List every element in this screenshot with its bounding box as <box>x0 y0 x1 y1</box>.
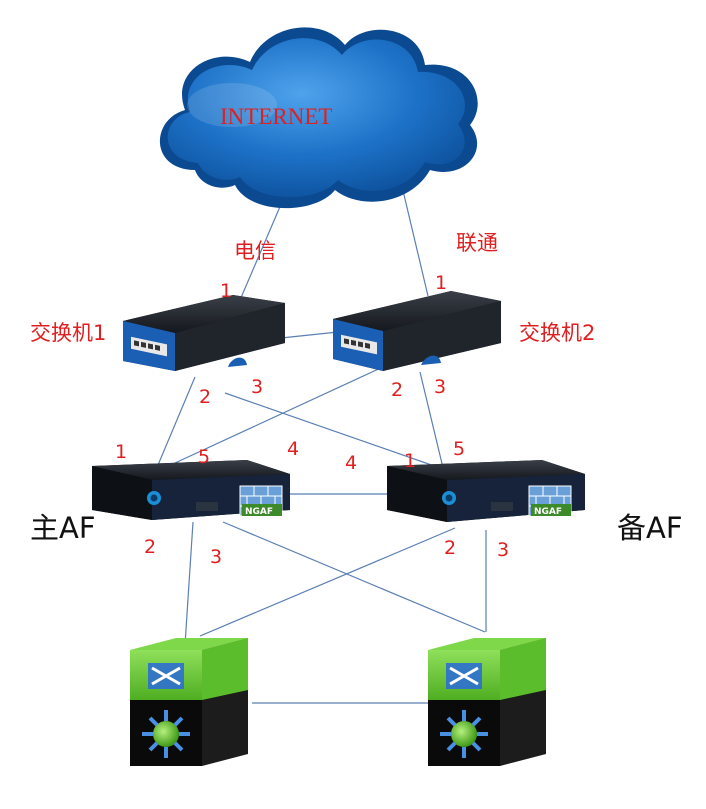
uplink-label-telecom: 电信 <box>234 239 276 263</box>
cloud-label: INTERNET <box>220 104 332 129</box>
link-afbackup-core1 <box>199 527 456 637</box>
ngaf-badge: NGAF <box>239 485 283 517</box>
port-label: 2 <box>391 379 403 401</box>
switch1-label: 交换机1 <box>30 321 106 345</box>
uplink-label-unicom: 联通 <box>456 231 498 255</box>
link-sw2-afbackup <box>419 371 445 473</box>
core-switch-icon <box>130 638 248 766</box>
link-sw2-afmain <box>174 365 386 464</box>
link-internet-sw1 <box>239 194 286 301</box>
links <box>157 177 487 704</box>
port-label: 1 <box>435 272 447 294</box>
switch-icon <box>123 295 285 371</box>
firewall-backup-label: 备AF <box>617 511 683 545</box>
port-label: 3 <box>497 539 509 561</box>
firewall-icon: NGAF <box>387 460 585 522</box>
switch2-label: 交换机2 <box>519 321 595 345</box>
link-afmain-core1 <box>184 521 194 646</box>
switch-icon <box>333 291 501 371</box>
port-label: 4 <box>287 438 299 460</box>
core-switch-icon <box>428 638 546 766</box>
ngaf-badge: NGAF <box>528 485 572 517</box>
port-label: 5 <box>198 446 210 468</box>
ngaf-badge-label: NGAF <box>245 507 273 517</box>
port-label: 2 <box>144 536 156 558</box>
port-label: 1 <box>115 441 127 463</box>
cloud-icon: INTERNET <box>159 27 478 209</box>
port-label: 3 <box>251 376 263 398</box>
port-label: 2 <box>444 537 456 559</box>
port-label: 3 <box>210 546 222 568</box>
link-internet-sw2 <box>399 177 429 297</box>
port-label: 1 <box>220 280 232 302</box>
port-label: 2 <box>199 386 211 408</box>
labels: 电信 联通 交换机1 交换机2 主AF 备AF 1 1 2 3 2 3 1 5 … <box>30 231 683 568</box>
link-sw1-afmain <box>157 376 196 466</box>
link-sw1-afbackup <box>224 392 441 469</box>
port-label: 1 <box>404 450 416 472</box>
link-afmain-core2 <box>222 521 486 633</box>
firewall-primary-label: 主AF <box>30 511 96 545</box>
port-label: 3 <box>434 376 446 398</box>
port-label: 4 <box>345 452 357 474</box>
port-label: 5 <box>453 438 465 460</box>
ngaf-badge-label: NGAF <box>534 507 562 517</box>
firewall-icon: NGAF <box>92 460 290 520</box>
